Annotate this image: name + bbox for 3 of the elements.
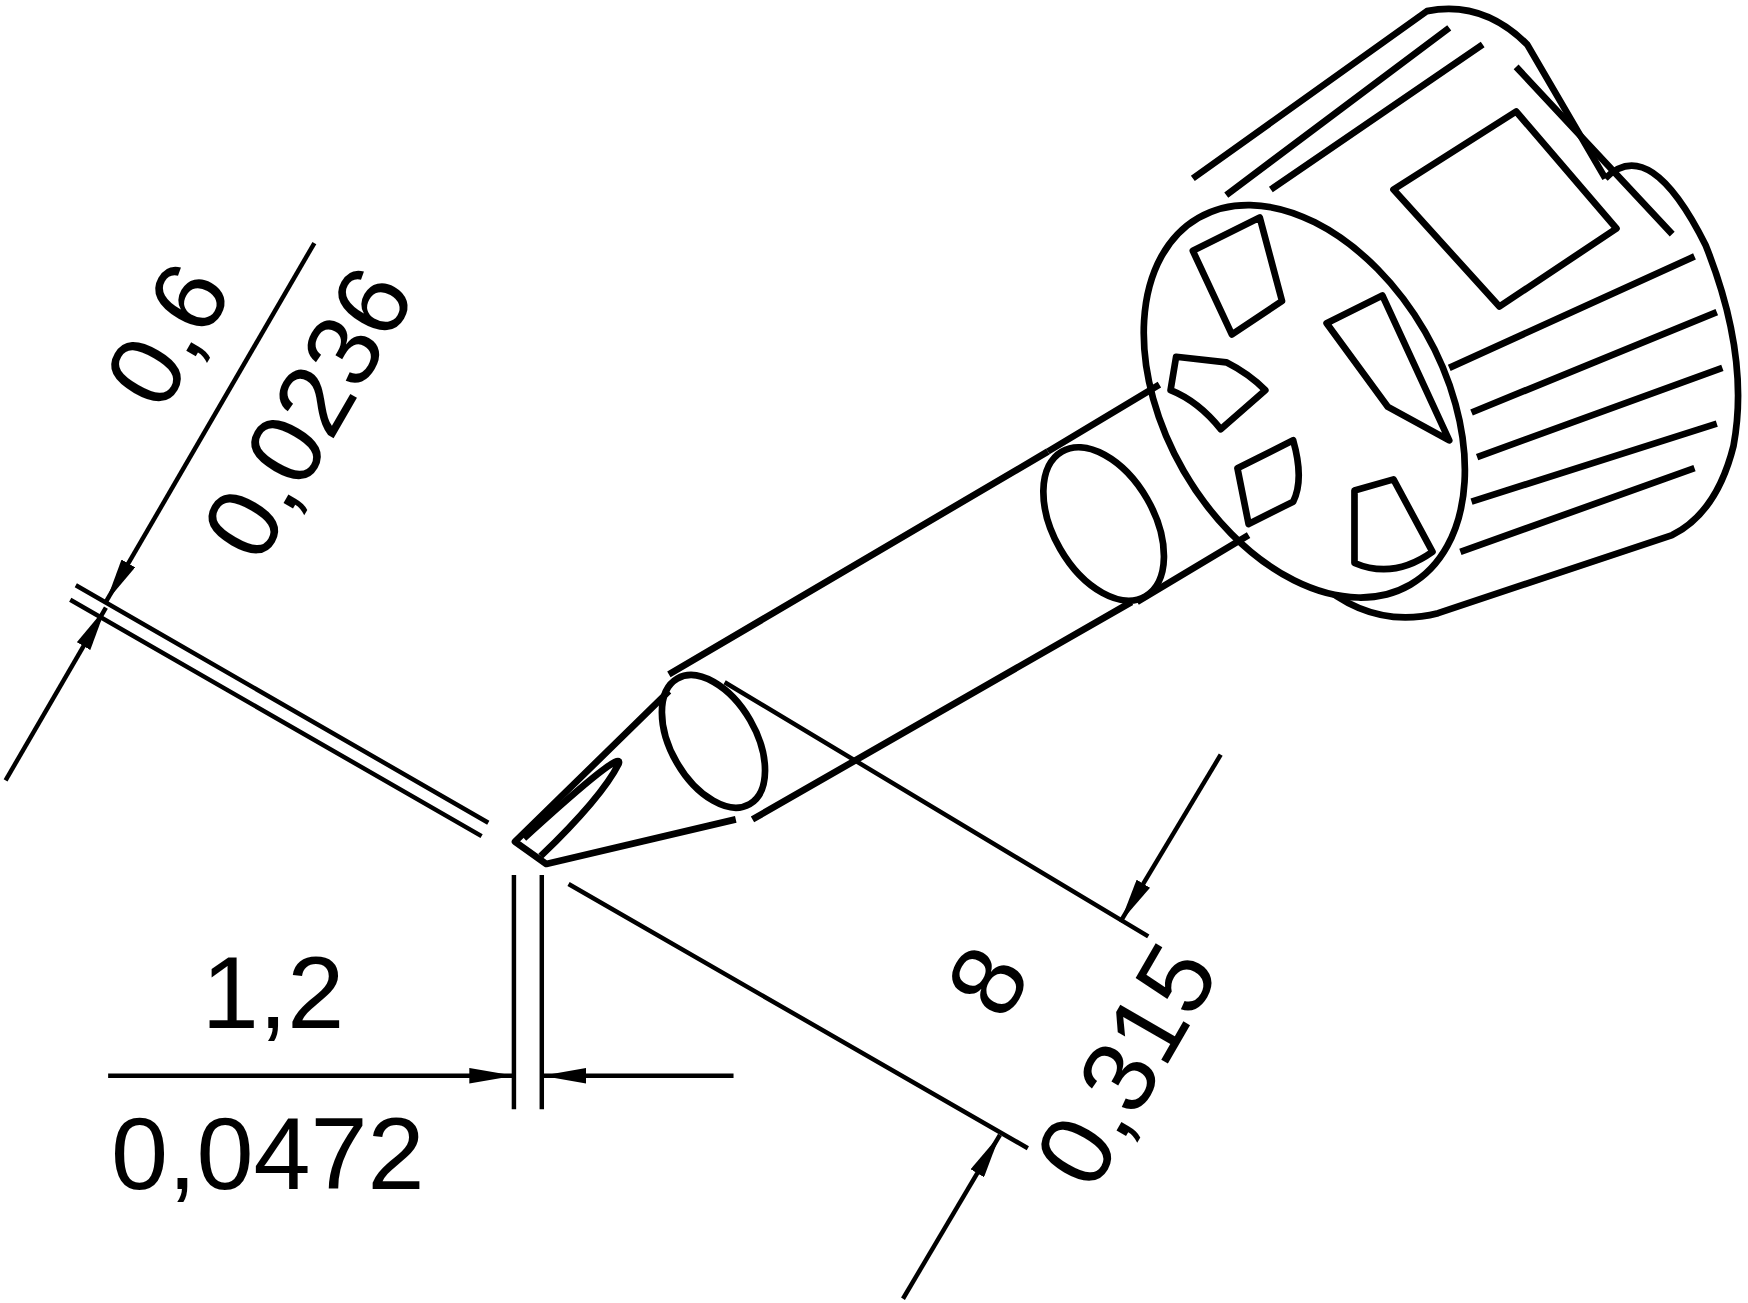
dimension-value: 1,2 bbox=[201, 940, 345, 1044]
dimension-value: 8 bbox=[928, 930, 1046, 1032]
dimension-value: 0,0472 bbox=[110, 1102, 425, 1206]
